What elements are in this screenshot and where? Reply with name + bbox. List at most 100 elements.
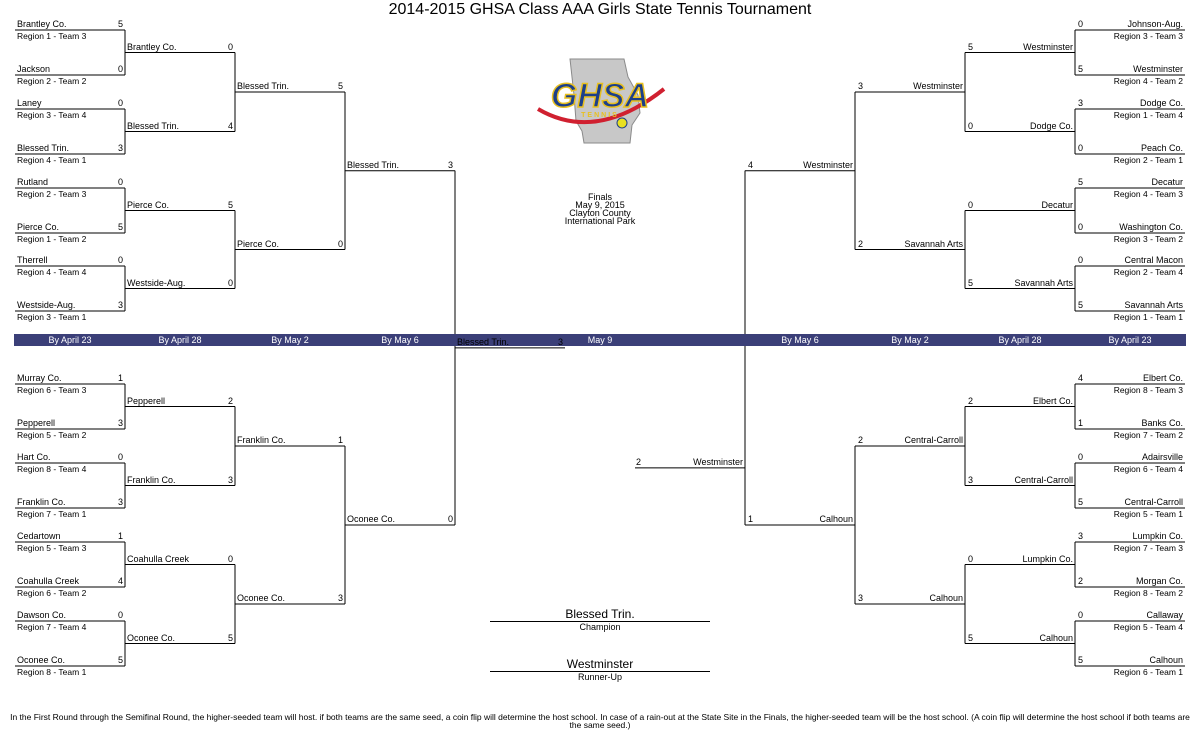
right-r1-team: Central-Carroll	[1124, 497, 1183, 507]
round-date-band	[14, 334, 1186, 346]
left-r1-score: 0	[117, 64, 123, 74]
round-date-left-r1: By April 23	[48, 335, 92, 345]
right-r1-score: 3	[1078, 98, 1084, 108]
champion-label: Champion	[579, 622, 621, 632]
right-r1-team: Elbert Co.	[1142, 373, 1183, 383]
right-final-score: 2	[636, 456, 642, 467]
left-r1-score: 3	[117, 497, 123, 507]
right-r3-score: 3	[858, 593, 864, 603]
finals-info-line: International Park	[564, 216, 636, 226]
champion-name: Blessed Trin.	[565, 607, 635, 621]
footnote: In the First Round through the Semifinal…	[10, 712, 1190, 730]
right-r1-team: Lumpkin Co.	[1132, 531, 1183, 541]
left-r2-team: Brantley Co.	[127, 41, 177, 52]
round-date-left-r4: By May 6	[381, 335, 419, 345]
left-r1-seed: Region 3 - Team 1	[17, 312, 87, 322]
left-r2-score: 3	[227, 474, 233, 485]
right-r1-seed: Region 7 - Team 3	[1113, 543, 1183, 553]
left-r4-team: Blessed Trin.	[347, 159, 400, 170]
left-r1-score: 3	[117, 418, 123, 428]
right-r1-team: Dodge Co.	[1139, 98, 1183, 108]
left-r1-team: Pierce Co.	[17, 222, 60, 232]
left-r2-team: Westside-Aug.	[127, 277, 186, 288]
left-r1-seed: Region 1 - Team 3	[17, 31, 87, 41]
right-r1-seed: Region 8 - Team 2	[1113, 588, 1183, 598]
ghsa-tennis-logo-icon: GHSA TENNIS	[526, 55, 674, 147]
left-r1-score: 4	[117, 576, 123, 586]
left-r1-team: Hart Co.	[17, 452, 51, 462]
left-r1-team: Blessed Trin.	[17, 143, 70, 153]
right-r1-score: 2	[1078, 576, 1084, 586]
right-r1-team: Johnson-Aug.	[1127, 19, 1183, 29]
left-r1-seed: Region 1 - Team 2	[17, 234, 87, 244]
logo-subtext: TENNIS	[581, 112, 619, 119]
left-r2-score: 0	[227, 277, 233, 288]
left-r1-team: Oconee Co.	[17, 655, 66, 665]
left-r1-seed: Region 7 - Team 1	[17, 509, 87, 519]
right-r2-score: 5	[968, 41, 974, 52]
left-r3-team: Oconee Co.	[237, 593, 286, 603]
left-r1-score: 1	[117, 373, 123, 383]
right-r1-team: Calhoun	[1149, 655, 1183, 665]
right-r1-score: 5	[1078, 64, 1084, 74]
right-r1-seed: Region 4 - Team 2	[1113, 76, 1183, 86]
left-r1-score: 5	[117, 222, 123, 232]
left-r1-score: 5	[117, 19, 123, 29]
left-r1-seed: Region 2 - Team 3	[17, 189, 87, 199]
left-r2-score: 0	[227, 41, 233, 52]
round-date-final: May 9	[587, 335, 613, 345]
left-r1-score: 5	[117, 655, 123, 665]
left-r2-score: 4	[227, 120, 233, 131]
left-r3-team: Pierce Co.	[237, 238, 280, 249]
right-r1-seed: Region 4 - Team 3	[1113, 189, 1183, 199]
left-r1-seed: Region 5 - Team 2	[17, 430, 87, 440]
left-r4-score: 3	[447, 159, 453, 170]
right-r1-score: 0	[1078, 255, 1084, 265]
right-r2-team: Westminster	[1023, 41, 1073, 52]
left-r1-score: 0	[117, 452, 123, 462]
right-r2-team: Savannah Arts	[1014, 277, 1073, 288]
left-r3-score: 0	[337, 238, 343, 249]
left-final-team: Blessed Trin.	[457, 336, 510, 347]
logo-text: GHSA	[551, 77, 649, 115]
right-r2-team: Dodge Co.	[1029, 120, 1073, 131]
left-r2-score: 5	[227, 632, 233, 643]
right-r1-team: Central Macon	[1124, 255, 1183, 265]
left-r2-score: 0	[227, 553, 233, 564]
left-r1-team: Laney	[17, 98, 42, 108]
right-r2-score: 0	[968, 553, 974, 564]
right-r1-seed: Region 6 - Team 4	[1113, 464, 1183, 474]
right-r2-score: 5	[968, 632, 974, 643]
right-r1-team: Decatur	[1151, 177, 1183, 187]
round-date-right-r3: By May 2	[891, 335, 929, 345]
left-r1-score: 0	[117, 255, 123, 265]
left-final-score: 3	[557, 336, 563, 347]
right-r4-team: Calhoun	[819, 514, 853, 524]
left-r1-score: 0	[117, 610, 123, 620]
right-r3-score: 3	[858, 81, 864, 91]
right-r1-score: 5	[1078, 300, 1084, 310]
right-r2-team: Decatur	[1041, 199, 1073, 210]
right-r1-seed: Region 5 - Team 1	[1113, 509, 1183, 519]
round-date-left-r2: By April 28	[158, 335, 202, 345]
right-r3-team: Calhoun	[929, 593, 963, 603]
right-r2-score: 0	[968, 199, 974, 210]
left-r2-team: Oconee Co.	[127, 632, 176, 643]
right-r2-team: Elbert Co.	[1032, 395, 1073, 406]
right-r1-seed: Region 7 - Team 2	[1113, 430, 1183, 440]
left-r1-team: Franklin Co.	[17, 497, 66, 507]
left-r1-seed: Region 6 - Team 3	[17, 385, 87, 395]
right-final-team: Westminster	[693, 456, 743, 467]
right-r1-score: 0	[1078, 143, 1084, 153]
right-r1-team: Peach Co.	[1140, 143, 1183, 153]
left-r3-team: Franklin Co.	[237, 435, 286, 445]
right-r1-score: 0	[1078, 19, 1084, 29]
left-r2-team: Franklin Co.	[127, 474, 176, 485]
left-r1-seed: Region 8 - Team 4	[17, 464, 87, 474]
right-r4-score: 4	[748, 159, 754, 170]
round-date-right-r2: By April 28	[998, 335, 1042, 345]
left-r1-score: 3	[117, 300, 123, 310]
right-r2-score: 5	[968, 277, 974, 288]
right-r1-score: 5	[1078, 177, 1084, 187]
